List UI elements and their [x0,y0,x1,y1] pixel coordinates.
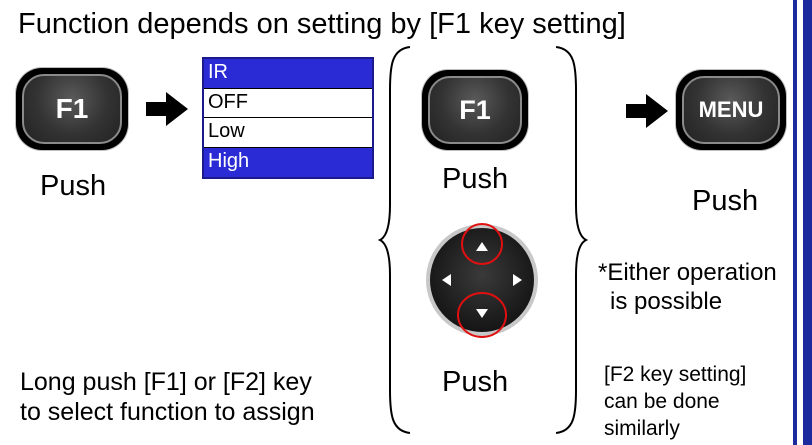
menu-key-label: MENU [698,97,764,122]
arrow-right-icon [626,94,668,128]
f1-key-center-button[interactable]: F1 [422,70,528,150]
left-brace-icon [378,46,411,434]
push-label-center-bottom: Push [442,366,509,398]
push-label-left: Push [40,170,107,202]
f1-settings-menu: IR OFF Low High [202,57,374,179]
down-highlight-circle [457,292,507,338]
dpad-down-icon[interactable] [476,309,488,318]
menu-option-ir[interactable]: IR [204,59,372,89]
f1-key-center-label: F1 [459,94,491,125]
f2-note: [F2 key setting] can be done similarly [604,363,747,440]
page-title: Function depends on setting by [F1 key s… [18,8,626,40]
menu-option-off[interactable]: OFF [204,89,372,118]
f1-key-label: F1 [55,93,89,124]
up-highlight-circle [461,223,503,265]
dpad-up-icon[interactable] [476,242,488,251]
right-brace-icon [555,46,588,434]
f1-key-button[interactable]: F1 [16,68,128,150]
dpad-control[interactable] [420,220,540,340]
push-label-center-top: Push [442,163,509,195]
dpad-left-icon[interactable] [442,274,451,286]
menu-key-button[interactable]: MENU [676,70,786,150]
dpad-right-icon[interactable] [513,274,522,286]
side-bar-stripe [797,0,803,445]
either-note: *Either operation is possible [598,259,777,315]
arrow-right-icon [146,92,188,126]
push-label-right: Push [692,185,759,217]
menu-option-low[interactable]: Low [204,118,372,148]
menu-option-high[interactable]: High [204,147,372,177]
long-push-note: Long push [F1] or [F2] key to select fun… [20,368,315,426]
